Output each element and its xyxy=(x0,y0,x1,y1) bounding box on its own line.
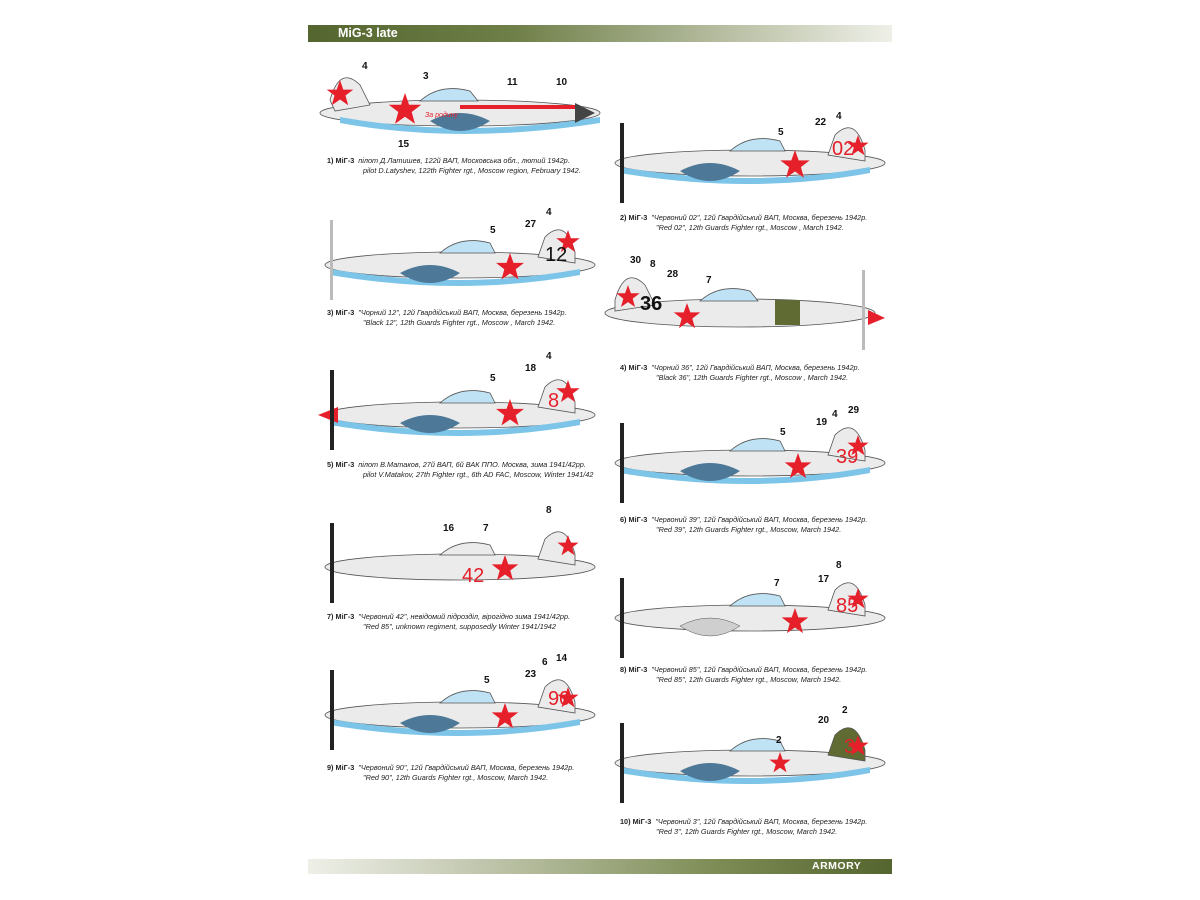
callout-29: 29 xyxy=(848,405,860,416)
callout-4: 4 xyxy=(832,409,838,420)
callout-20: 20 xyxy=(818,715,830,726)
callout-14: 14 xyxy=(556,653,568,664)
caption-9: 9) МіГ-3"Червоний 90", 12й Гвардійський … xyxy=(327,763,575,782)
callout-5: 5 xyxy=(780,427,786,438)
callout-8: 8 xyxy=(546,505,552,516)
caption-3: 3) МіГ-3"Чорний 12", 12й Гвардійський ВА… xyxy=(327,308,567,327)
red-star xyxy=(847,135,869,156)
callout-19: 19 xyxy=(816,417,828,428)
plane-profile-8: 85 7 17 8 xyxy=(600,560,890,660)
callout-7: 7 xyxy=(706,275,712,286)
callout-18: 18 xyxy=(525,363,537,374)
callout-8: 8 xyxy=(836,560,842,571)
red-star xyxy=(326,80,354,106)
tail-number: 42 xyxy=(462,565,484,587)
plane-profile-5: 8 5 18 4 xyxy=(310,351,600,455)
red-star xyxy=(491,555,519,581)
tail-number: 85 xyxy=(836,595,858,617)
red-star xyxy=(769,752,791,773)
callout-4: 4 xyxy=(362,61,368,72)
tail-number: 36 xyxy=(640,293,662,315)
red-star xyxy=(780,150,810,178)
callout-2: 2 xyxy=(842,705,848,716)
callout-7: 7 xyxy=(774,578,780,589)
callout-17: 17 xyxy=(818,574,830,585)
plane-profile-4: 36 30 8 28 7 xyxy=(600,255,890,355)
tail-number: 12 xyxy=(545,244,567,266)
plane-profile-1: За родину 4 3 11 10 15 xyxy=(310,55,601,155)
plane-profile-10: 3 2 20 2 xyxy=(600,705,890,805)
callout-2: 2 xyxy=(776,735,782,746)
red-star xyxy=(673,303,701,329)
red-star xyxy=(781,608,809,634)
red-star xyxy=(616,285,640,307)
tail-number: 90 xyxy=(548,688,570,710)
plane-profile-6: 39 5 19 4 29 xyxy=(600,405,890,505)
callout-11: 11 xyxy=(507,77,518,88)
plane-profile-2: 02 5 22 4 xyxy=(600,105,890,205)
callout-4: 4 xyxy=(546,351,552,362)
plane-profile-7: 42 16 7 8 xyxy=(310,505,600,605)
caption-2: 2) МіГ-3"Червоний 02", 12й Гвардійський … xyxy=(620,213,868,232)
tail-number: 02 xyxy=(832,138,854,160)
callout-5: 5 xyxy=(490,373,496,384)
callout-4: 4 xyxy=(546,207,552,218)
callout-4: 4 xyxy=(836,111,842,122)
caption-4: 4) МіГ-3"Чорний 36", 12й Гвардійський ВА… xyxy=(620,363,860,382)
red-star xyxy=(847,588,869,609)
red-star xyxy=(496,399,524,426)
red-star xyxy=(556,380,580,402)
callout-16: 16 xyxy=(443,523,455,534)
red-star xyxy=(557,535,579,556)
callout-8: 8 xyxy=(650,259,656,270)
tail-number: 8 xyxy=(548,390,559,412)
red-star xyxy=(496,253,524,280)
callout-3: 3 xyxy=(423,71,429,82)
callout-27: 27 xyxy=(525,219,537,230)
callout-5: 5 xyxy=(484,675,490,686)
red-star xyxy=(557,687,579,708)
caption-6: 6) МіГ-3"Червоний 39", 12й Гвардійський … xyxy=(620,515,868,534)
callout-6: 6 xyxy=(542,657,548,668)
callout-10: 10 xyxy=(556,77,568,88)
red-star xyxy=(784,453,812,479)
red-star xyxy=(491,703,519,729)
tail-number: 39 xyxy=(836,446,858,468)
header-bar xyxy=(308,25,892,42)
red-star xyxy=(388,93,422,124)
caption-10: 10) МіГ-3"Червоний 3", 12й Гвардійський … xyxy=(620,817,868,836)
callout-7: 7 xyxy=(483,523,489,534)
callout-28: 28 xyxy=(667,269,679,280)
callout-22: 22 xyxy=(815,117,827,128)
plane-profile-9: 90 5 23 6 14 xyxy=(310,653,600,755)
brand-logo: ARMORY xyxy=(812,860,862,872)
caption-7: 7) МіГ-3"Червоний 42", невідомий підрозд… xyxy=(327,612,571,631)
red-star xyxy=(847,735,869,756)
callout-30: 30 xyxy=(630,255,642,266)
callout-15: 15 xyxy=(398,139,410,150)
callout-23: 23 xyxy=(525,669,537,680)
plane-profile-3: 12 5 27 4 xyxy=(310,205,600,305)
red-star xyxy=(847,435,869,456)
callout-5: 5 xyxy=(490,225,496,236)
page-title: MiG-3 late xyxy=(338,26,398,40)
footer-bar xyxy=(308,859,892,874)
red-star xyxy=(556,230,580,252)
caption-8: 8) МіГ-3"Червоний 85", 12й Гвардійський … xyxy=(620,665,868,684)
callout-5: 5 xyxy=(778,127,784,138)
tail-number: 3 xyxy=(844,736,855,758)
inscription-label: За родину xyxy=(425,111,459,119)
